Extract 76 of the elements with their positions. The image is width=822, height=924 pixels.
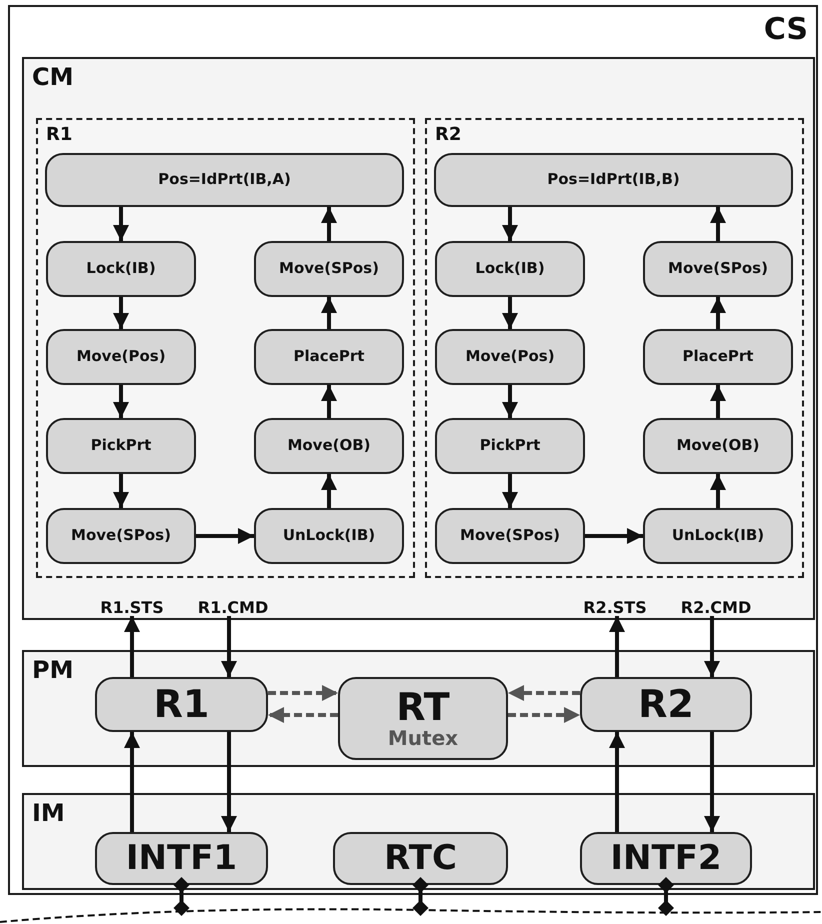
arrow: [508, 707, 580, 723]
process-box: PickPrt: [435, 418, 585, 474]
region-frame: [36, 118, 415, 578]
process-box: PlacePrt: [254, 329, 404, 385]
panel-heading: CM: [32, 65, 74, 89]
arrow: [710, 207, 726, 241]
connector-line: [658, 877, 674, 916]
module-box: [338, 677, 508, 760]
region-heading: R2: [435, 126, 462, 144]
arrow: [704, 616, 720, 677]
module-box: R2: [580, 677, 752, 732]
arrow: [585, 528, 643, 544]
process-box: Pos=IdPrt(IB,B): [434, 153, 793, 207]
process-box: Move(SPos): [435, 508, 585, 564]
bus-line: [0, 908, 822, 923]
arrow: [710, 474, 726, 508]
arrow: [502, 385, 518, 418]
arrow: [502, 474, 518, 508]
arrow: [124, 616, 140, 677]
arrow: [196, 528, 254, 544]
process-box: Move(OB): [254, 418, 404, 474]
process-box: PlacePrt: [643, 329, 793, 385]
interface-box: INTF2: [580, 832, 752, 885]
arrow: [321, 207, 337, 241]
arrow: [609, 732, 625, 832]
process-box: Move(Pos): [46, 329, 196, 385]
arrow: [502, 297, 518, 329]
module-panel: [22, 57, 815, 620]
box-subtitle: Mutex: [388, 728, 458, 749]
signal-label: R2.CMD: [662, 592, 770, 616]
arrow: [124, 732, 140, 832]
arrow: [710, 385, 726, 418]
process-box: UnLock(IB): [254, 508, 404, 564]
arrow: [221, 616, 237, 677]
process-box: Move(SPos): [643, 241, 793, 297]
arrow: [221, 732, 237, 832]
module-box: R1: [95, 677, 268, 732]
arrow: [113, 207, 129, 241]
process-box: Move(Pos): [435, 329, 585, 385]
arrow: [710, 297, 726, 329]
arrow: [704, 732, 720, 832]
arrow: [609, 616, 625, 677]
arrow: [268, 707, 338, 723]
process-box: Pos=IdPrt(IB,A): [45, 153, 404, 207]
process-box: Move(SPos): [254, 241, 404, 297]
process-box: Lock(IB): [435, 241, 585, 297]
arrow: [321, 297, 337, 329]
process-box: UnLock(IB): [643, 508, 793, 564]
arrow: [321, 385, 337, 418]
arrow: [113, 385, 129, 418]
panel-heading: CS: [764, 15, 808, 45]
arrow: [321, 474, 337, 508]
panel-heading: PM: [32, 658, 74, 682]
panel-heading: IM: [32, 801, 65, 825]
arrow: [508, 685, 580, 701]
connector-line: [412, 877, 428, 916]
arrow: [502, 207, 518, 241]
system-frame: [8, 5, 818, 895]
module-panel: [22, 650, 815, 767]
process-box: PickPrt: [46, 418, 196, 474]
arrow: [113, 474, 129, 508]
module-panel: [22, 793, 815, 890]
arrow: [113, 297, 129, 329]
interface-box: RTC: [333, 832, 508, 885]
signal-label: R2.STS: [567, 592, 663, 616]
interface-box: INTF1: [95, 832, 268, 885]
process-box: Move(SPos): [46, 508, 196, 564]
signal-label: R1.STS: [86, 592, 178, 616]
process-box: Lock(IB): [46, 241, 196, 297]
arrow: [268, 685, 338, 701]
box-title: RT: [396, 688, 450, 728]
process-box: Move(OB): [643, 418, 793, 474]
connector-line: [174, 877, 190, 916]
region-frame: [425, 118, 804, 578]
signal-label: R1.CMD: [180, 592, 286, 616]
region-heading: R1: [46, 126, 72, 144]
